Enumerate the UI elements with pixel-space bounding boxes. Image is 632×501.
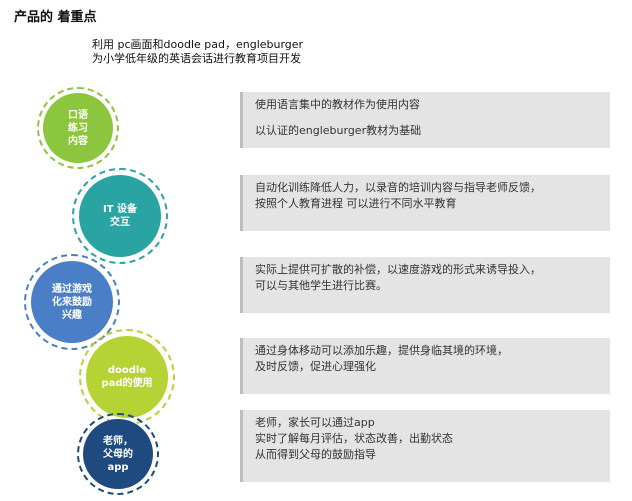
- circle-label: 通过游戏: [52, 283, 92, 295]
- circle-label: IT 设备: [102, 204, 138, 215]
- circle-doodle-pad: doodle pad的使用: [79, 329, 175, 425]
- panel-line: 实际上提供可扩散的补偿，以速度游戏的形式来诱导投入，: [255, 263, 541, 276]
- circle-label: pad的使用: [101, 378, 153, 389]
- circle-label: 兴趣: [62, 309, 82, 321]
- circle-label: 父母的: [103, 448, 133, 460]
- page-title: 产品的 着重点: [14, 10, 97, 25]
- panel-parent-app: 老师，家长可以通过app 实时了解每月评估，状态改善，出勤状态 从而得到父母的鼓…: [240, 410, 610, 482]
- circle-label: 练习: [68, 122, 88, 134]
- panel-gamification: 实际上提供可扩散的补偿，以速度游戏的形式来诱导投入， 可以与其他学生进行比赛。: [240, 257, 610, 313]
- circle-label: 交互: [110, 217, 130, 228]
- panel-line: 从而得到父母的鼓励指导: [255, 448, 376, 461]
- circle-label: 化来鼓励: [52, 296, 92, 308]
- panel-line: 实时了解每月评估，状态改善，出勤状态: [255, 432, 453, 445]
- intro-line-2: 为小学低年级的英语会话进行教育项目开发: [92, 52, 301, 65]
- circle-fill: 老师， 父母的 app: [83, 419, 153, 489]
- circle-spoken-content: 口语 练习 内容: [37, 87, 119, 169]
- circle-label: 口语: [68, 109, 88, 121]
- panel-line: 通过身体移动可以添加乐趣，提供身临其境的环境，: [255, 344, 508, 357]
- panel-line: 以认证的engleburger教材为基础: [255, 124, 422, 137]
- circle-label: 内容: [68, 135, 88, 147]
- circle-label: app: [107, 461, 129, 473]
- intro-line-1: 利用 pc画面和doodle pad，engleburger: [92, 38, 304, 51]
- circle-fill: IT 设备 交互: [79, 175, 161, 257]
- circle-parent-app: 老师， 父母的 app: [77, 413, 159, 495]
- panel-line: 按照个人教育进程 可以进行不同水平教育: [255, 197, 457, 210]
- panel-line: 及时反馈，促进心理强化: [255, 360, 376, 373]
- panel-line: 使用语言集中的教材作为使用内容: [255, 98, 420, 111]
- circle-it-interaction: IT 设备 交互: [72, 168, 168, 264]
- panel-spoken-content: 使用语言集中的教材作为使用内容 以认证的engleburger教材为基础: [240, 92, 610, 148]
- intro-text: 利用 pc画面和doodle pad，engleburger 为小学低年级的英语…: [92, 38, 303, 66]
- panel-line: 老师，家长可以通过app: [255, 416, 375, 429]
- circle-gamification: 通过游戏 化来鼓励 兴趣: [24, 254, 120, 350]
- circle-fill: 通过游戏 化来鼓励 兴趣: [31, 261, 113, 343]
- circle-label: doodle: [107, 365, 147, 376]
- panel-line: 可以与其他学生进行比赛。: [255, 279, 387, 292]
- circle-fill: 口语 练习 内容: [43, 93, 113, 163]
- circle-label: 老师，: [103, 435, 133, 447]
- panel-it-interaction: 自动化训练降低人力，以录音的培训内容与指导老师反馈， 按照个人教育进程 可以进行…: [240, 175, 610, 231]
- circle-fill: doodle pad的使用: [86, 336, 168, 418]
- panel-doodle-pad: 通过身体移动可以添加乐趣，提供身临其境的环境， 及时反馈，促进心理强化: [240, 338, 610, 394]
- panel-line: 自动化训练降低人力，以录音的培训内容与指导老师反馈，: [255, 181, 541, 194]
